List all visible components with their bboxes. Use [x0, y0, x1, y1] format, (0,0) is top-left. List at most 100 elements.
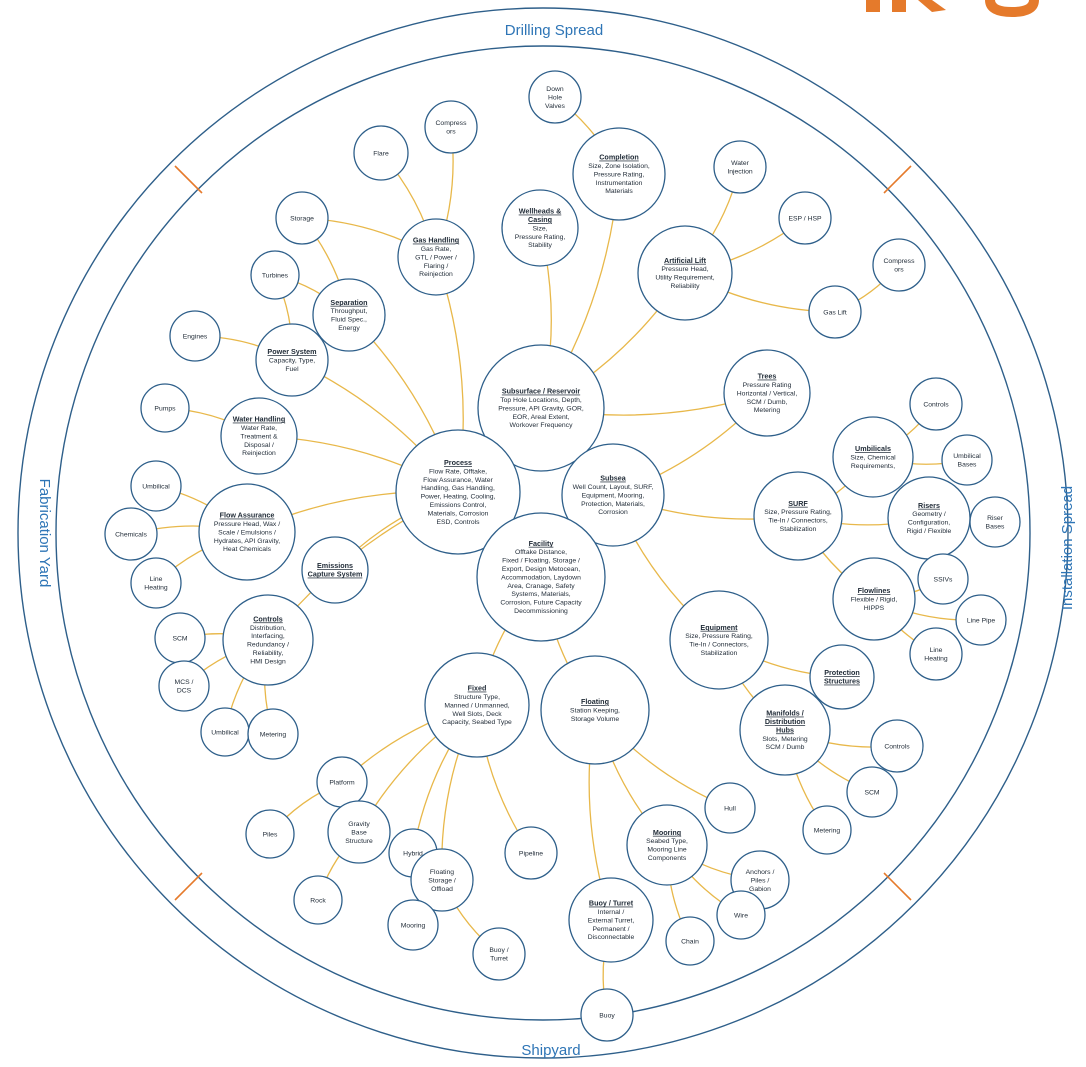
node-text: Platform	[329, 779, 355, 786]
node-text: MCS /	[175, 679, 194, 686]
node-text: Piles	[263, 831, 278, 838]
node-circle	[504, 826, 558, 880]
node-text: Floating	[430, 869, 454, 876]
node-text: Riser	[987, 515, 1004, 522]
node-scm-left: SCM	[154, 612, 206, 664]
node-circle	[572, 127, 666, 221]
node-title: Buoy / Turret	[589, 899, 634, 908]
node-circle	[704, 782, 756, 834]
node-text: Distribution,	[250, 625, 286, 632]
node-text: Hybrid	[403, 850, 423, 857]
node-controls-bottom-right: Controls	[870, 719, 924, 773]
node-text: Bases	[986, 524, 1005, 531]
node-text: Pressure Head, Wax /	[214, 521, 280, 528]
ring-label-left: Fabrication Yard	[36, 479, 53, 588]
node-text: Stability	[528, 242, 552, 249]
node-text: Rigid / Flexible	[907, 528, 952, 535]
node-text: Rock	[310, 897, 326, 904]
node-title: Distribution	[765, 717, 805, 726]
node-text: Permanent /	[592, 926, 629, 933]
node-text: Base	[351, 829, 367, 836]
node-wire: Wire	[716, 890, 766, 940]
node-circle	[580, 988, 634, 1042]
node-circle	[387, 899, 439, 951]
node-text: Reliability	[670, 283, 700, 290]
node-text: HIPPS	[864, 605, 885, 612]
node-circle	[353, 125, 409, 181]
node-text: ESD, Controls	[436, 519, 480, 526]
node-compressors-top: Compress ors	[424, 100, 478, 154]
node-text: Piles /	[751, 877, 770, 884]
node-text: Export, Design Metocean,	[502, 566, 580, 573]
node-text: Metering	[754, 407, 781, 414]
node-circle	[397, 218, 475, 296]
node-text: Materials, Corrosion	[428, 510, 489, 517]
node-text: Scale / Emulsions /	[218, 529, 276, 536]
node-text: Size, Chemical	[850, 454, 896, 461]
node-circle	[198, 483, 296, 581]
node-text: Mooring	[401, 922, 426, 929]
node-text: Tie-In / Connectors,	[768, 518, 828, 525]
node-circle	[104, 507, 158, 561]
node-text: Size, Pressure Rating,	[764, 509, 832, 516]
node-piles: Piles	[245, 809, 295, 859]
node-title: Gas Handling	[413, 236, 459, 245]
node-text: DCS	[177, 688, 192, 695]
node-title: Fixed	[468, 684, 487, 693]
node-platform: Platform	[316, 756, 368, 808]
node-text: Pumps	[154, 405, 176, 412]
node-buoy: Buoy	[580, 988, 634, 1042]
node-title: Completion	[599, 153, 639, 162]
node-circle	[909, 377, 963, 431]
node-text: GTL / Power /	[415, 254, 457, 261]
ring-divider	[174, 165, 203, 194]
node-text: Accommodation, Laydown	[501, 574, 581, 581]
node-pumps: Pumps	[140, 383, 190, 433]
node-circle	[327, 800, 391, 864]
node-text: Capacity, Type,	[269, 357, 315, 364]
node-circle	[222, 594, 314, 686]
node-circle	[220, 397, 298, 475]
node-circle	[528, 70, 582, 124]
node-circle	[472, 927, 526, 981]
node-circle	[158, 660, 210, 712]
node-circle	[713, 140, 767, 194]
node-text: ors	[446, 129, 456, 136]
node-text: Engines	[183, 333, 208, 340]
node-circle	[424, 652, 530, 758]
node-circle	[293, 875, 343, 925]
node-circle	[739, 684, 831, 776]
node-flare: Flare	[353, 125, 409, 181]
node-text: Throughput,	[331, 308, 368, 315]
node-title: Protection	[824, 668, 860, 677]
node-text: SCM / Dumb	[766, 744, 805, 751]
node-text: Manned / Unmanned,	[444, 702, 509, 709]
node-text: Size, Zone Isolation,	[588, 163, 650, 170]
node-text: Storage Volume	[571, 716, 620, 723]
node-circle	[130, 460, 182, 512]
node-title: Manifolds /	[766, 709, 804, 718]
node-text: Compress	[436, 120, 468, 127]
node-circle	[809, 644, 875, 710]
node-text: Structure	[345, 838, 373, 845]
node-buoy-turret-small: Buoy /Turret	[472, 927, 526, 981]
node-text: Geometry /	[912, 511, 946, 518]
node-text: Offload	[431, 886, 453, 893]
node-metering-right: Metering	[802, 805, 852, 855]
node-text: Reinjection	[242, 450, 276, 457]
node-text: Down	[546, 86, 564, 93]
